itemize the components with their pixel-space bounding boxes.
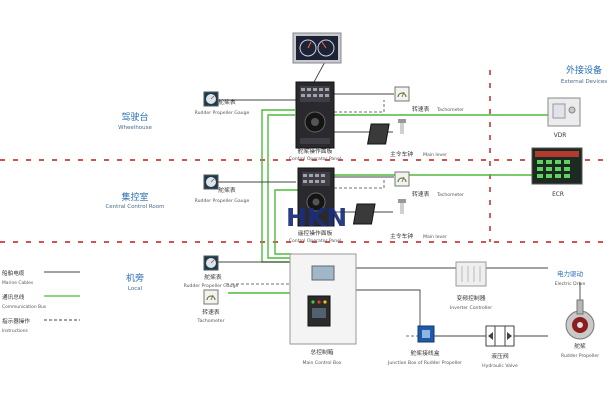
panel-wheelhouse-cn: 舵桨操作面板	[298, 147, 333, 155]
communication-bus	[228, 109, 548, 294]
rudder-propeller: 舵桨 Rudder Propeller	[561, 299, 599, 359]
zone-external-en: External Devices	[561, 79, 607, 85]
gauge-ccr-cn: 舵桨表	[218, 186, 236, 194]
tachometer-icon	[394, 171, 410, 187]
tacho-ccr-en: Tachometer	[436, 192, 464, 198]
main-control-box-cn: 总控制箱	[310, 348, 333, 356]
zone-wheelhouse-en: Wheelhouse	[118, 125, 152, 131]
hyd-valve-cn: 液压阀	[491, 352, 509, 360]
panel-wheelhouse-en: Control Operator Panel	[289, 156, 341, 162]
gauge-wheelhouse: 舵桨表 Rudder Propeller Gauge	[195, 91, 250, 116]
legend-item-bus: 通讯总线 Communication Bus	[2, 293, 80, 310]
zone-ccr-en: Central Control Room	[105, 204, 164, 210]
tachometer-icon	[203, 289, 219, 305]
tacho-local-en: Tachometer	[197, 318, 225, 324]
legend-bus-en: Communication Bus	[2, 304, 47, 310]
legend-instr-en: Instructions	[2, 328, 28, 334]
electric-drive-cn: 电力驱动	[557, 269, 584, 278]
panel-ccr-cn: 遥控操作面板	[298, 229, 333, 237]
instruction-lines	[226, 100, 434, 337]
legend-item-instructions: 指示器操作 Instructions	[2, 317, 80, 334]
zone-wheelhouse-cn: 驾驶台	[121, 111, 148, 123]
tachometer-icon	[394, 86, 410, 102]
hyd-valve-en: Hydraulic Valve	[482, 363, 518, 369]
ecr-device: ECR	[531, 147, 583, 198]
tacho-local: 转速表 Tachometer	[197, 289, 225, 324]
electric-drive-en: Electric Drive	[555, 281, 586, 287]
gauge-wheelhouse-en: Rudder Propeller Gauge	[195, 110, 250, 116]
zone-dividers	[0, 70, 610, 243]
junction-cn: 舵桨接线盒	[411, 349, 440, 357]
tacho-wheelhouse: 转速表 Tachometer	[394, 86, 464, 113]
main-control-box: 总控制箱 Main Control Box	[289, 253, 357, 366]
legend-cable-cn: 船舶电缆	[2, 269, 25, 277]
junction-box: 舵桨接线盒 Junction Box of Rudder Propeller	[387, 325, 462, 366]
ecr-label: ECR	[552, 192, 564, 198]
gauge-local-en: Rudder Propeller Gauge	[184, 283, 239, 289]
legend: 船舶电缆 Marine Cables 通讯总线 Communication Bu…	[2, 269, 80, 334]
tacho-ccr-cn: 转速表	[412, 190, 430, 198]
zone-local-cn: 机旁	[126, 272, 144, 284]
top-display-monitor	[292, 32, 342, 64]
vdr-label: VDR	[554, 133, 566, 139]
legend-bus-cn: 通讯总线	[2, 293, 25, 301]
legend-instr-cn: 指示器操作	[2, 317, 30, 325]
zone-labels: 外接设备 External Devices 驾驶台 Wheelhouse 集控室…	[105, 64, 607, 292]
legend-item-cable: 船舶电缆 Marine Cables	[2, 269, 80, 286]
panel-wheelhouse: 舵桨操作面板 Control Operator Panel	[289, 81, 341, 162]
main-control-box-en: Main Control Box	[302, 360, 341, 366]
lever-wheelhouse-cn: 主令车钟	[390, 150, 413, 158]
inverter-cn: 变频控制器	[457, 294, 486, 302]
lever-wheelhouse: 主令车钟 Main lever	[367, 119, 447, 158]
marine-cables	[218, 59, 581, 337]
gauge-ccr: 舵桨表 Rudder Propeller Gauge	[195, 174, 250, 204]
electric-drive: 电力驱动 Electric Drive	[555, 269, 586, 287]
legend-cable-en: Marine Cables	[2, 280, 34, 286]
zone-ccr-cn: 集控室	[121, 191, 148, 203]
lever-ccr-en: Main lever	[423, 234, 447, 240]
gauge-wheelhouse-cn: 舵桨表	[218, 98, 236, 106]
zone-external-cn: 外接设备	[566, 64, 602, 76]
tacho-local-cn: 转速表	[202, 308, 220, 316]
gauge-local: 舵桨表 Rudder Propeller Gauge	[184, 255, 239, 289]
vdr-device: VDR	[547, 97, 581, 139]
tacho-ccr: 转速表 Tachometer	[394, 171, 464, 198]
tacho-wheelhouse-cn: 转速表	[412, 105, 430, 113]
hydraulic-valve: 液压阀 Hydraulic Valve	[482, 325, 518, 369]
rudder-propeller-en: Rudder Propeller	[561, 353, 599, 359]
zone-local-en: Local	[128, 286, 143, 292]
panel-ccr: 遥控操作面板 Control Operator Panel	[289, 167, 341, 244]
gauge-ccr-en: Rudder Propeller Gauge	[195, 198, 250, 204]
gauge-local-cn: 舵桨表	[204, 273, 222, 281]
lever-wheelhouse-en: Main lever	[423, 152, 447, 158]
panel-ccr-en: Control Operator Panel	[289, 238, 341, 244]
junction-en: Junction Box of Rudder Propeller	[387, 360, 462, 366]
tacho-wheelhouse-en: Tachometer	[436, 107, 464, 113]
rudder-propeller-cn: 舵桨	[574, 342, 586, 350]
lever-ccr: 主令车钟 Main lever	[352, 199, 447, 240]
watermark-logo: HKN	[286, 203, 347, 232]
inverter-controller: 变频控制器 Inverter Controller	[450, 261, 492, 311]
lever-ccr-cn: 主令车钟	[390, 232, 413, 240]
inverter-en: Inverter Controller	[450, 305, 492, 311]
